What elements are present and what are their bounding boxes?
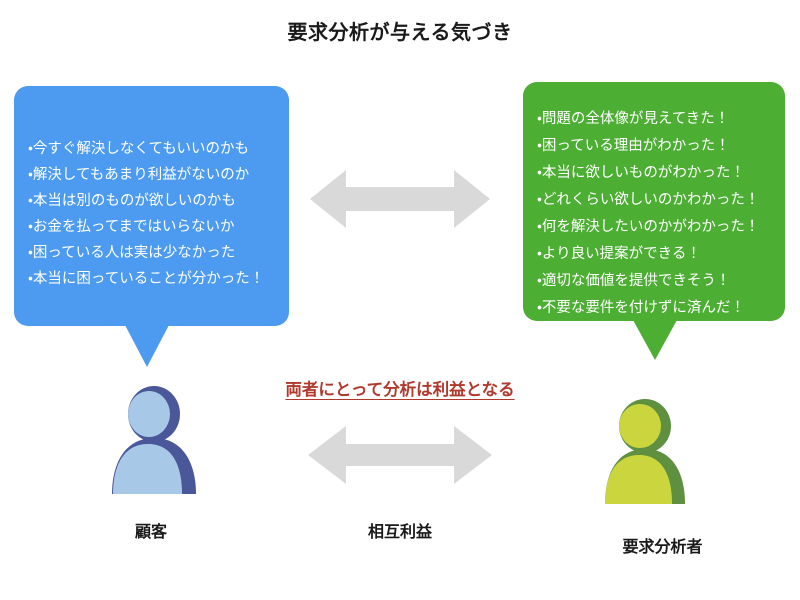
customer-person-icon [104,386,204,503]
analyst-figure-label: 要求分析者 [622,539,703,556]
list-item: ・適切な価値を提供できそう！ [537,273,731,289]
list-item: ・解決してもあまり利益がないのか [28,167,250,183]
analyst-person-icon [596,398,694,513]
bidirectional-arrow-icon-bottom [308,424,492,491]
list-item: ・今すぐ解決しなくてもいいのかも [28,141,249,157]
list-item: ・困っている理由がわかった！ [537,138,730,154]
customer-bubble-tail [125,325,169,367]
analyst-bubble-tail [633,320,677,360]
list-item: ・問題の全体像が見えてきた！ [537,111,730,127]
customer-figure-label: 顧客 [134,524,167,541]
list-item: ・困っている人は実は少なかった [28,245,236,261]
customer-speech-bubble: ・今すぐ解決しなくてもいいのかも ・解決してもあまり利益がないのか ・本当は別の… [14,86,289,326]
mutual-benefit-caption: 両者にとって分析は利益となる [285,381,515,399]
analyst-insight-list: ・問題の全体像が見えてきた！ ・困っている理由がわかった！ ・本当に欲しいものが… [523,106,785,322]
list-item: ・お金を払ってまではいらないか [28,219,235,235]
mutual-benefit-label: 相互利益 [367,524,432,541]
list-item: ・本当に欲しいものがわかった！ [537,165,745,181]
list-item: ・本当に困っていることが分かった！ [28,271,265,287]
list-item: ・より良い提案ができる！ [537,246,701,262]
analyst-speech-bubble: ・問題の全体像が見えてきた！ ・困っている理由がわかった！ ・本当に欲しいものが… [523,82,785,321]
bidirectional-arrow-icon-top [310,168,490,235]
list-item: ・不要な要件を付けずに済んだ！ [537,300,745,316]
list-item: ・何を解決したいのかがわかった！ [537,219,760,235]
page-title: 要求分析が与える気づき [287,22,513,44]
customer-insight-list: ・今すぐ解決しなくてもいいのかも ・解決してもあまり利益がないのか ・本当は別の… [14,136,289,292]
list-item: ・どれくらい欲しいのかわかった！ [537,192,760,208]
list-item: ・本当は別のものが欲しいのかも [28,193,236,209]
